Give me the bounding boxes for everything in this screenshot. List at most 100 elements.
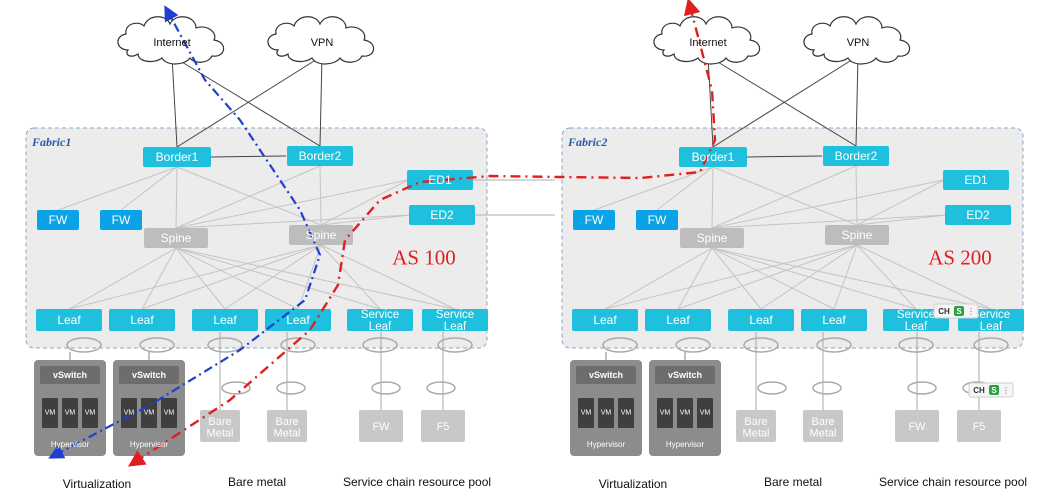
fabric1-service-label-2: F5 (437, 421, 450, 433)
fabric1-caption-virtualization: Virtualization (63, 477, 131, 491)
fabric1-vswitch-label: vSwitch (132, 370, 166, 380)
fabric1-caption-bare-metal: Bare metal (228, 475, 286, 489)
fabric1-border2-node-label: Border2 (299, 149, 342, 163)
fabric2-leaf-node-2-label: Leaf (666, 313, 690, 327)
fabric2-vm-label: VM (660, 409, 671, 416)
fabric1-vm-label: VM (85, 409, 96, 416)
fabric1-endpoint-ellipse (221, 381, 251, 395)
fabric2-bare-metal-node-1 (736, 410, 776, 442)
ime-badge-icon-1 (954, 306, 964, 316)
fabric2-spine-a-node-label: Spine (697, 231, 728, 245)
fabric2-link-aggregation-ellipse (816, 337, 852, 353)
red-traffic-path (127, 0, 717, 467)
fabric2-spine-b-node (825, 225, 889, 245)
fabric2-fw-a-node-label: FW (585, 213, 604, 227)
fabric2-leaf-node-3-label: Leaf (749, 313, 773, 327)
fabric2-border-spine-line (711, 165, 857, 229)
fabric1-leaf-node-4-label: Leaf (286, 313, 310, 327)
fabric2-uplink-line (855, 55, 859, 147)
fabric1-border1-node-label: Border1 (156, 150, 199, 164)
fabric2-service-node-1 (895, 410, 939, 442)
fabric2-vswitch-label: vSwitch (668, 370, 702, 380)
ime-badge-glyph-2: S (991, 386, 997, 395)
ime-badge-glyph-1: S (956, 307, 962, 316)
fabric1-service-label-1: FW (372, 421, 390, 433)
fabric2-fw-b-node-label: FW (648, 213, 667, 227)
fabric1-leaf-node-3-label: Leaf (213, 313, 237, 327)
fabric2-endpoint-ellipse (812, 381, 842, 395)
fabric2-ed1-node-label: ED1 (964, 173, 988, 187)
fabric2-fabric-name: Fabric2 (567, 135, 607, 149)
fabric2-ed2-node-label: ED2 (966, 208, 990, 222)
fabric1-leaf-node-1-label: Leaf (57, 313, 81, 327)
ime-badge-lang-1: CH (938, 307, 950, 316)
fabric2-spine-leaf-line (711, 247, 835, 310)
fabric2-link-aggregation-ellipse (743, 337, 779, 353)
fabric2-vm-label: VM (601, 409, 612, 416)
fabric2-caption-bare-metal: Bare metal (764, 475, 822, 489)
fabric2-spine-leaf-line (760, 244, 858, 310)
ime-badge-lang-2: CH (973, 386, 985, 395)
fabric1-leaf-node-2-label: Leaf (130, 313, 154, 327)
fabric2-endpoint-ellipse (907, 381, 937, 395)
fabric2-spine-leaf-line (711, 247, 992, 310)
fabric1-internet-cloud-label: Internet (153, 37, 190, 49)
fabric2-border2-node-label: Border2 (835, 149, 878, 163)
fabric1-caption-service-chain: Service chain resource pool (343, 475, 491, 489)
fabric1-vm-label: VM (45, 409, 56, 416)
fabric1-endpoint-ellipse (426, 381, 456, 395)
fabric2-link-aggregation-ellipse (973, 337, 1009, 353)
fabric1-vpn-cloud-label: VPN (311, 37, 334, 49)
fabric2-leaf-node-3 (728, 309, 794, 331)
fabric2-leaf-node-1-label: Leaf (593, 313, 617, 327)
fabric2-border1-node-label: Border1 (692, 150, 735, 164)
fabric1-vswitch-label: vSwitch (53, 370, 87, 380)
fabric2-uplink-line (707, 55, 714, 148)
fabric2-caption-service-chain: Service chain resource pool (879, 475, 1027, 489)
fabric2-caption-virtualization: Virtualization (599, 477, 667, 491)
fabric2-service-label-1: FW (908, 421, 926, 433)
fabric2-uplink-line (712, 55, 859, 148)
fabric1-ed2-node-label: ED2 (430, 208, 454, 222)
fabric1-hypervisor-label: Hypervisor (130, 440, 169, 449)
fabric2-service-node-2 (957, 410, 1001, 442)
fabric2-leaf-node-5 (883, 309, 949, 331)
ime-badge-icon-2 (989, 385, 999, 395)
fabric2-ed-spine-line (856, 179, 945, 226)
fabric1-fw-b-node-label: FW (112, 213, 131, 227)
fabric2-ed-spine-line (711, 214, 947, 229)
fabric2-endpoint-ellipse (757, 381, 787, 395)
fabric2-as-label: AS 200 (928, 245, 992, 269)
fabric2-leaf-node-4 (801, 309, 867, 331)
ime-badge-more-icon-1: ⋮ (967, 307, 975, 316)
fabric2-spine-leaf-line (856, 244, 917, 310)
fabric2-spine-leaf-line (677, 244, 858, 310)
fabric2-internet-cloud-label: Internet (689, 37, 726, 49)
fabric1-fw-a-node-label: FW (49, 213, 68, 227)
fabric2-spine-b-node-label: Spine (842, 228, 873, 242)
fabric1-spine-a-node-label: Spine (161, 231, 192, 245)
fabric2-border-spine-line (855, 165, 858, 226)
fabric2-bare-metal-node-2 (803, 410, 843, 442)
fabric1-vm-label: VM (124, 409, 135, 416)
fabric1-ed1-node-label: ED1 (428, 173, 452, 187)
fabric2-ed1-node (943, 170, 1009, 190)
fabric2-vm-label: VM (700, 409, 711, 416)
ime-badge-more-icon-2: ⋮ (1002, 386, 1010, 395)
fabric1-fabric-name: Fabric1 (31, 135, 71, 149)
fabric2-uplink-line (707, 55, 857, 147)
fabric2-ed-spine-line (856, 214, 947, 226)
fabric2-border-spine-line (712, 166, 858, 226)
fabric2-vm-label: VM (581, 409, 592, 416)
fabric2-spine-leaf-line (833, 244, 858, 310)
fabric2-border-spine-line (711, 166, 714, 229)
fabric2-border2-node (823, 146, 889, 166)
fabric2-hypervisor-label: Hypervisor (587, 440, 626, 449)
